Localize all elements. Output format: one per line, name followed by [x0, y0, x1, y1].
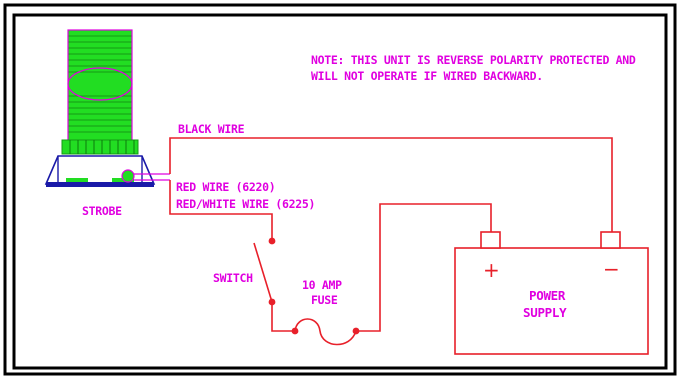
strobe-dome: [67, 29, 133, 143]
switch-to-fuse-wire: [271, 302, 295, 332]
negative-terminal: [600, 231, 621, 249]
strobe-collar: [61, 139, 139, 155]
fuse-label-line-1: 10 AMP: [302, 278, 342, 292]
power-supply: [454, 231, 649, 355]
note-line-2: WILL NOT OPERATE IF WIRED BACKWARD.: [311, 69, 543, 83]
red-wire: [169, 180, 273, 240]
strobe-label: STROBE: [82, 204, 122, 218]
switch-symbol: [253, 237, 276, 306]
strobe-base: [44, 155, 170, 187]
fuse-label-line-2: FUSE: [311, 293, 338, 307]
switch-label: SWITCH: [213, 271, 253, 285]
strobe-unit: [44, 29, 170, 187]
outer-frame: [3, 3, 677, 376]
fuse-symbol: [291, 318, 360, 346]
red-white-wire-label: RED/WHITE WIRE (6225): [176, 197, 315, 211]
power-label-line-1: POWER: [529, 288, 566, 303]
note-line-1: NOTE: THIS UNIT IS REVERSE POLARITY PROT…: [311, 53, 636, 67]
wiring: [169, 137, 613, 332]
negative-sign: −: [603, 257, 620, 281]
power-label-line-2: SUPPLY: [523, 305, 567, 320]
red-wire-label: RED WIRE (6220): [176, 180, 275, 194]
fuse-to-battery-wire: [356, 203, 492, 332]
black-wire-label: BLACK WIRE: [178, 122, 245, 136]
positive-sign: +: [483, 258, 500, 282]
positive-terminal: [480, 231, 501, 249]
black-wire: [169, 137, 613, 232]
